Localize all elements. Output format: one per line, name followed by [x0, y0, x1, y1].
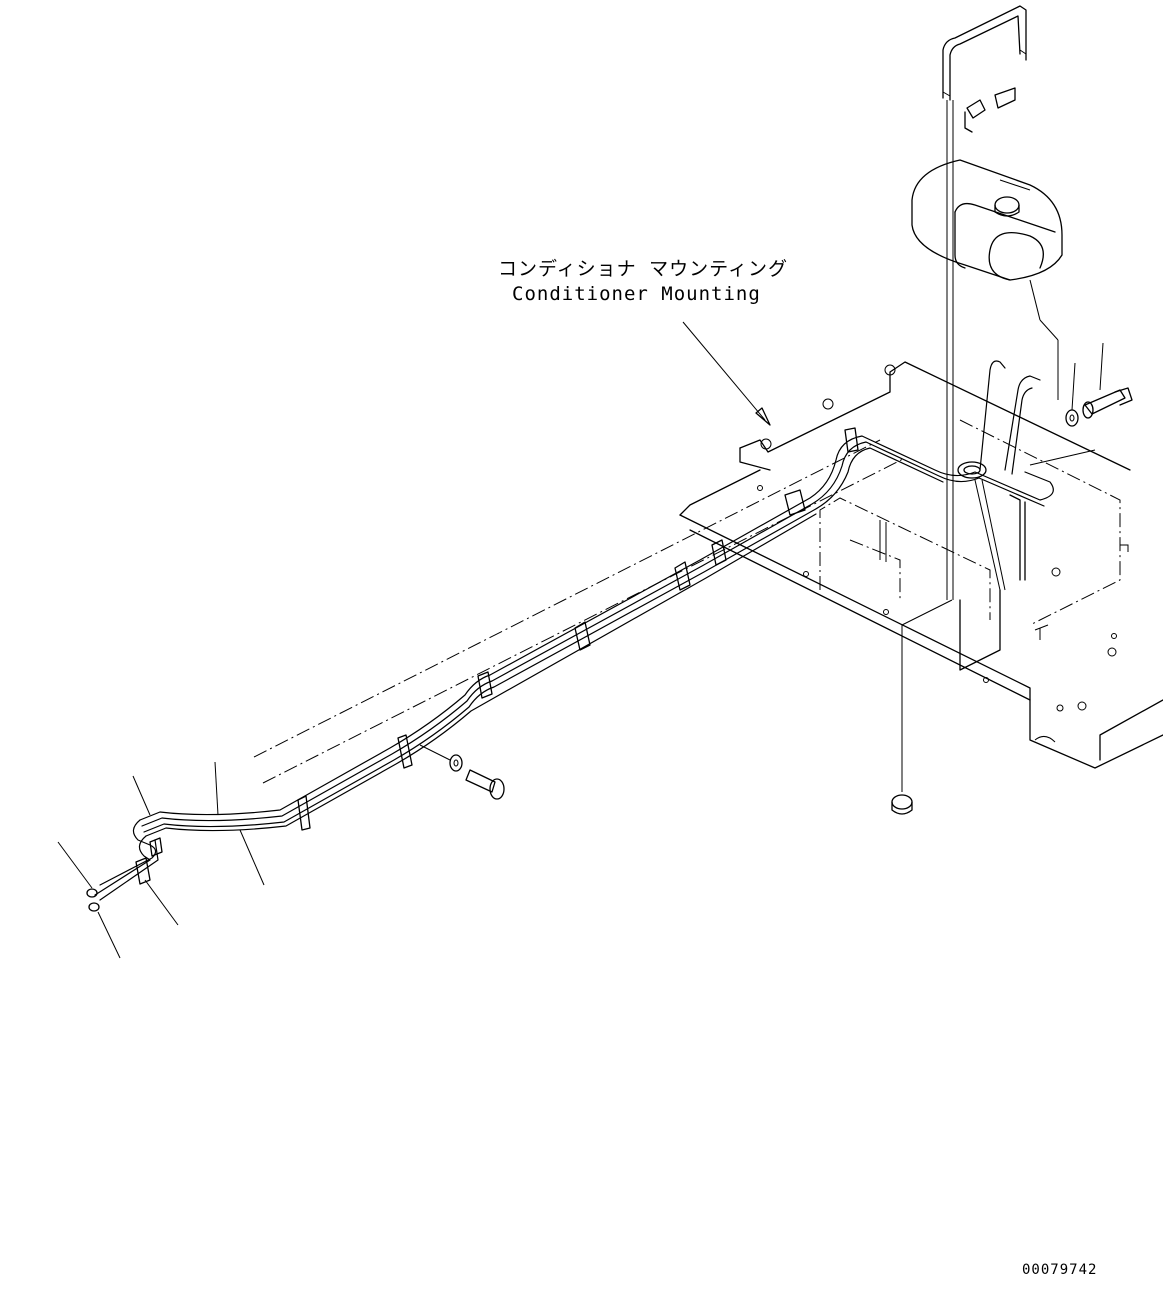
- pipe-end-connectors: [86, 819, 163, 912]
- pipe-bundle: [139, 360, 1054, 837]
- mounting-plate: [253, 361, 1163, 784]
- air-conditioner-unit: [911, 159, 1063, 281]
- leader-lines: [57, 321, 1096, 959]
- pipe-clamps: [297, 427, 859, 831]
- nut-bottom: [891, 599, 953, 815]
- top-bracket: [942, 5, 1027, 600]
- drawing-number: 00079742: [1022, 1262, 1098, 1278]
- bolt-center: [419, 744, 505, 800]
- callout-label-english: Conditioner Mounting: [512, 283, 761, 305]
- callout-label-japanese: コンディショナ マウンティング: [498, 258, 788, 280]
- bolt-right: [1029, 279, 1133, 427]
- cab-body: [819, 419, 1129, 671]
